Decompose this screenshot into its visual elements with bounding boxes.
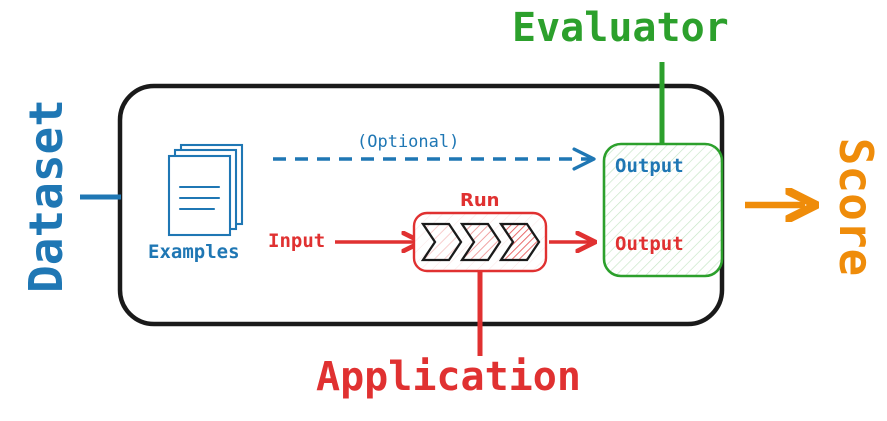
label-score-text: Score: [829, 137, 883, 277]
chevron-stage-3: [498, 222, 541, 262]
document-text-lines-icon: [178, 185, 221, 211]
label-input: Input: [268, 230, 326, 252]
label-output-prediction: Output: [615, 233, 684, 255]
stacked-documents-icon: [167, 143, 244, 237]
evaluator-output-box: [602, 142, 724, 278]
chevron-stage-1: [420, 222, 463, 262]
label-optional: (Optional): [357, 132, 460, 152]
label-run: Run: [460, 190, 500, 211]
label-evaluator: Evaluator: [512, 5, 729, 51]
label-application: Application: [316, 354, 581, 400]
chevron-stage-2: [459, 222, 502, 262]
label-output-reference: Output: [615, 155, 684, 177]
label-examples: Examples: [148, 241, 240, 263]
chevron-pipeline-icon: [420, 222, 541, 262]
